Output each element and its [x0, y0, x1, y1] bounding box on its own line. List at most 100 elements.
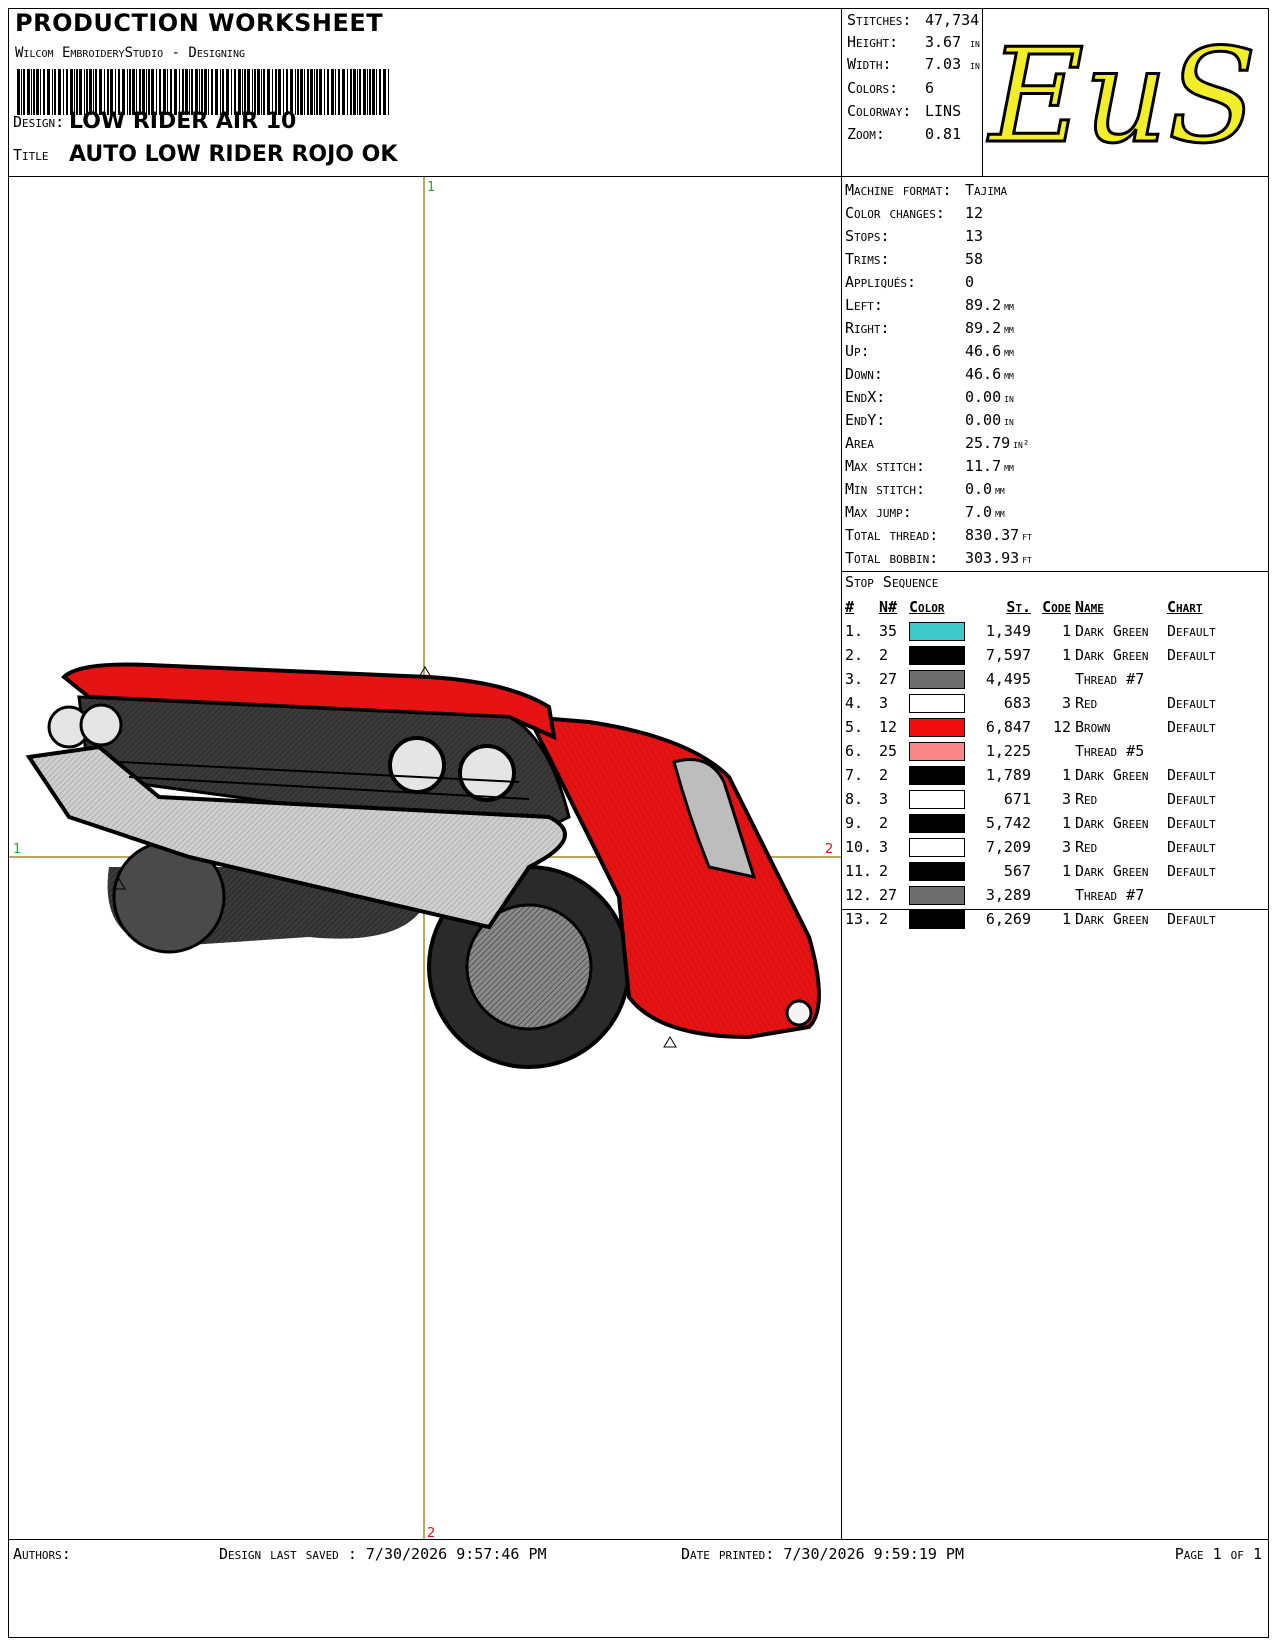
barcode-bar [21, 69, 22, 115]
barcode-bar [33, 69, 35, 115]
wheel-spokes [467, 905, 591, 1029]
barcode-bar [156, 69, 157, 115]
barcode-bar [104, 69, 105, 115]
machine-info-value: 0 [965, 273, 975, 291]
summary-unit: in [970, 37, 980, 50]
row-stitches: 683 [1003, 694, 1031, 712]
barcode-bar [23, 69, 25, 115]
barcode-bar [324, 69, 325, 115]
barcode-bar [353, 69, 356, 115]
barcode-bar [247, 69, 250, 115]
barcode-bar [191, 69, 193, 115]
machine-info-unit: in [1004, 392, 1014, 405]
row-needle: 2 [879, 862, 889, 880]
summary-value: 47,734 [925, 11, 980, 29]
row-color [909, 835, 971, 859]
machine-info-value: 11.7 [965, 457, 1002, 475]
barcode-bar [99, 69, 102, 115]
summary-label: Colorway: [847, 102, 912, 120]
row-needle: 25 [879, 742, 898, 760]
barcode-bar [254, 69, 256, 115]
machine-info-label: EndY: [845, 411, 886, 429]
barcode-bar [201, 69, 203, 115]
summary-label: Zoom: [847, 125, 885, 143]
summary-row: Height:3.67 in [847, 33, 980, 51]
barcode-bar [295, 69, 296, 115]
color-swatch [909, 621, 965, 641]
row-color [909, 787, 971, 811]
row-chart: Default [1167, 718, 1216, 736]
barcode-bar [383, 69, 386, 115]
row-name: Thread #7 [1075, 670, 1145, 688]
barcode-bar [257, 69, 260, 115]
row-code: 3 [1061, 790, 1071, 808]
color-swatch [909, 909, 965, 929]
machine-info-label: Total thread: [845, 526, 939, 544]
barcode-bar [211, 69, 213, 115]
barcode-bar [342, 69, 345, 115]
barcode-bar [290, 69, 293, 115]
eus-logo: EuS [986, 19, 1259, 174]
row-chart: Default [1167, 838, 1216, 856]
machine-info-row: Stops:13 [845, 227, 986, 245]
barcode-bar [275, 69, 277, 115]
barcode-bar [189, 69, 190, 115]
machine-info-label: Appliqués: [845, 273, 917, 291]
machine-info-row: Color changes:12 [845, 204, 986, 222]
col-num: # [845, 598, 855, 616]
barcode-bar [43, 69, 45, 115]
machine-info-value: 89.2 [965, 319, 1002, 337]
row-number: 1. [845, 622, 864, 640]
barcode-bar [115, 69, 116, 115]
row-color [909, 883, 971, 907]
barcode-bar [204, 69, 207, 115]
machine-info-label: Area [845, 434, 874, 452]
stop-sequence: Stop Sequence # N# Color St. Code Name C… [845, 573, 1265, 931]
headlight-left-inner [79, 703, 123, 747]
axis-right-label: 2 [825, 842, 833, 857]
col-code: Code [1042, 598, 1071, 616]
machine-info-label: Down: [845, 365, 883, 383]
worksheet-title: PRODUCTION WORKSHEET [15, 9, 384, 37]
machine-info-label: EndX: [845, 388, 886, 406]
barcode-bar [17, 69, 20, 115]
row-number: 4. [845, 694, 864, 712]
machine-info-value: 89.2 [965, 296, 1002, 314]
row-code [1031, 667, 1075, 691]
row-chart: Default [1167, 646, 1216, 664]
row-color [909, 811, 971, 835]
barcode-bar [369, 69, 371, 115]
row-code: 1 [1061, 646, 1071, 664]
barcode-bar [307, 69, 309, 115]
machine-info-unit: mm [1004, 369, 1014, 382]
barcode-bar [263, 69, 265, 115]
barcode-bar [66, 69, 68, 115]
machine-info-unit: mm [995, 484, 1005, 497]
barcode-bar [278, 69, 281, 115]
summary-unit: in [970, 59, 980, 72]
summary-row: Zoom:0.81 [847, 125, 961, 143]
row-needle: 27 [879, 886, 898, 904]
row-chart: Default [1167, 766, 1216, 784]
barcode-bar [300, 69, 303, 115]
worksheet-sheet: PRODUCTION WORKSHEET Wilcom EmbroiderySt… [8, 8, 1269, 1638]
row-code: 1 [1061, 814, 1071, 832]
machine-info-label: Max jump: [845, 503, 912, 521]
summary-stats: Stitches:47,734 Height:3.67 in Width:7.0… [847, 11, 982, 171]
row-color [909, 739, 971, 763]
barcode-bar [129, 69, 131, 115]
barcode-bar [372, 69, 375, 115]
machine-info-unit: mm [995, 507, 1005, 520]
barcode-bar [359, 69, 361, 115]
title-label: Title [13, 146, 49, 164]
row-number: 6. [845, 742, 864, 760]
barcode-bar [110, 69, 113, 115]
lowrider-car-illustration [25, 662, 821, 1069]
color-swatch [909, 645, 965, 665]
machine-info-value: 303.93 [965, 549, 1020, 567]
